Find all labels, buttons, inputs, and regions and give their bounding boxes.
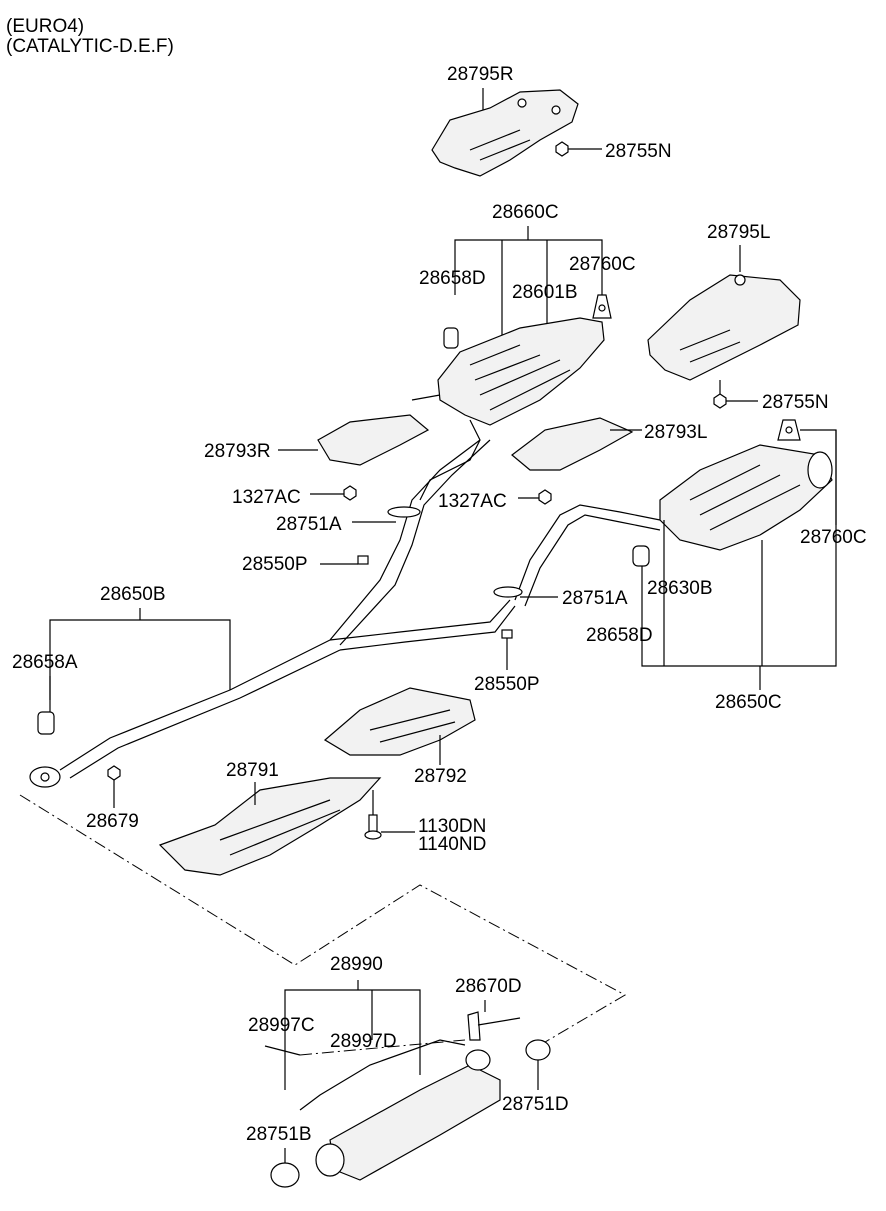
hanger-28658a[interactable] — [37, 711, 55, 735]
label-1327ac-mid: 1327AC — [438, 491, 507, 512]
heat-shield-28793l[interactable] — [511, 417, 634, 471]
nut-1327ac-mid[interactable] — [538, 489, 552, 505]
bolt-1130dn[interactable] — [364, 814, 382, 840]
label-28670d: 28670D — [455, 976, 522, 997]
hanger-28658d-top[interactable] — [443, 327, 459, 349]
heat-shield-28791[interactable] — [158, 777, 382, 876]
heat-shield-28795r[interactable] — [431, 89, 579, 177]
sensor-pipe-28997d[interactable] — [299, 1039, 466, 1111]
label-28658d-top: 28658D — [419, 268, 486, 289]
label-1130dn: 1130DN — [418, 816, 486, 837]
label-28550p-left: 28550P — [242, 554, 308, 575]
main-pipe-28650b[interactable] — [29, 599, 516, 788]
center-muffler-28660c[interactable] — [411, 317, 605, 501]
label-28755n-top: 28755N — [605, 141, 672, 162]
hanger-28658d-right[interactable] — [632, 545, 650, 567]
hanger-28670d[interactable] — [467, 1011, 521, 1041]
label-28997d: 28997D — [330, 1031, 397, 1052]
label-28760c-right: 28760C — [800, 527, 867, 548]
label-28792: 28792 — [414, 766, 467, 787]
label-28795r: 28795R — [447, 64, 514, 85]
label-28793r: 28793R — [204, 441, 271, 462]
label-28793l: 28793L — [644, 422, 707, 443]
label-28990: 28990 — [330, 954, 383, 975]
label-1327ac-left: 1327AC — [232, 487, 301, 508]
header-catalytic: (CATALYTIC-D.E.F) — [6, 36, 174, 57]
label-28550p-right: 28550P — [474, 674, 540, 695]
gasket-28751d[interactable] — [525, 1039, 551, 1061]
nut-28755n-right[interactable] — [713, 393, 727, 409]
bolt-28550p-right[interactable] — [501, 629, 513, 639]
label-28751d: 28751D — [502, 1094, 569, 1115]
label-28760c-top: 28760C — [569, 254, 636, 275]
nut-28755n-top[interactable] — [555, 141, 569, 157]
label-28997c: 28997C — [248, 1015, 315, 1036]
label-28751b: 28751B — [246, 1124, 312, 1145]
label-28650b: 28650B — [100, 584, 166, 605]
nut-28679[interactable] — [107, 765, 121, 781]
bolt-28550p-left[interactable] — [357, 555, 369, 565]
label-28751a-right: 28751A — [562, 588, 628, 609]
label-28660c: 28660C — [492, 202, 559, 223]
rear-muffler-28650c[interactable] — [659, 444, 833, 551]
heat-shield-28793r[interactable] — [317, 414, 430, 466]
sensor-pipe-28997c[interactable] — [264, 1045, 301, 1056]
catalytic-dpf-28990[interactable] — [315, 1049, 501, 1181]
label-28751a-left: 28751A — [276, 514, 342, 535]
label-1140nd: 1140ND — [418, 834, 486, 855]
label-28791: 28791 — [226, 760, 279, 781]
label-28755n-right: 28755N — [762, 392, 829, 413]
label-28658a: 28658A — [12, 652, 78, 673]
heat-shield-28792[interactable] — [323, 687, 476, 756]
gasket-28751b[interactable] — [270, 1162, 300, 1188]
header-euro4: (EURO4) — [6, 16, 85, 37]
label-28650c: 28650C — [715, 692, 782, 713]
label-28601b: 28601B — [512, 282, 578, 303]
hanger-28760c-right[interactable] — [777, 419, 801, 441]
gasket-28751a-left[interactable] — [387, 506, 421, 518]
hanger-28760c-top[interactable] — [592, 294, 612, 319]
label-28795l: 28795L — [707, 222, 770, 243]
label-28658d-right: 28658D — [586, 625, 653, 646]
heat-shield-28795l[interactable] — [647, 274, 801, 381]
label-28630b: 28630B — [647, 578, 713, 599]
nut-1327ac-left[interactable] — [343, 485, 357, 501]
label-28679: 28679 — [86, 811, 139, 832]
gasket-28751a-right[interactable] — [493, 586, 523, 598]
